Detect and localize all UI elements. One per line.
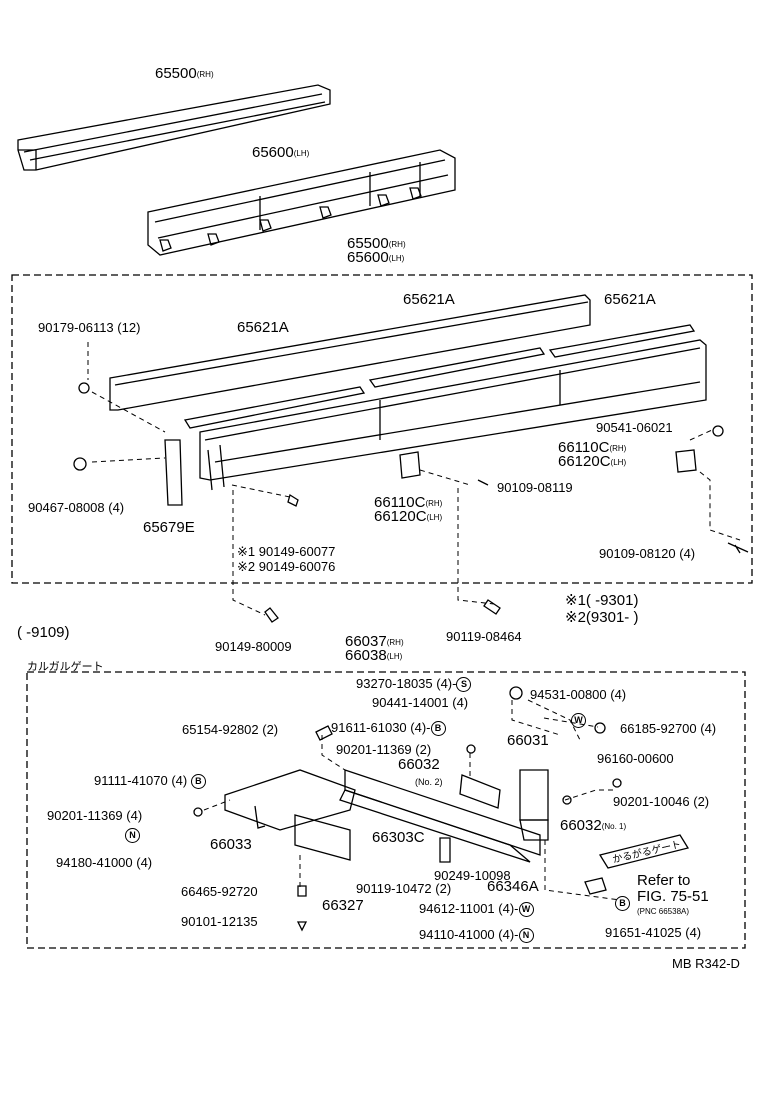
- part-90149-60077-label: ※1 90149-60077: [237, 544, 336, 559]
- part-66120c-lh-label-1: 66120C(LH): [374, 508, 443, 525]
- rail-65500-rh-drawing: [17, 84, 331, 171]
- side-gate-assembly-drawing: [109, 294, 707, 506]
- group-66037-label: 66037(RH): [345, 633, 404, 650]
- part-90109-08119-label: 90109-08119: [497, 480, 573, 495]
- part-66032-no2-note: (No. 2): [415, 777, 443, 787]
- part-65679e-label: 65679E: [143, 519, 195, 536]
- upper-hardware-drawing: [73, 382, 749, 623]
- part-90441-14001-label: 90441-14001 (4): [372, 695, 469, 710]
- part-66327-label: 66327: [322, 897, 364, 914]
- part-90149-60076-label: ※2 90149-60076: [237, 559, 336, 574]
- part-96160-00600-label: 96160-00600: [597, 751, 674, 766]
- group-66038-label: 66038(LH): [345, 647, 403, 664]
- part-94612-11001-label: 94612-11001 (4)-W: [419, 902, 534, 918]
- part-66346a-label: 66346A: [487, 878, 539, 895]
- part-93270-18035-label: 93270-18035 (4)-S: [356, 677, 472, 693]
- note-2-label: ※2(9301- ): [565, 609, 639, 626]
- group-65600-label: 65600(LH): [347, 249, 405, 266]
- part-90201-10046-label: 90201-10046 (2): [613, 794, 710, 809]
- part-94180-41000-label: 94180-41000 (4): [56, 855, 153, 870]
- lower-box-title: カルガルゲート: [27, 661, 104, 673]
- rail-65621a-label-1: 65621A: [403, 291, 455, 308]
- part-90119-08464-label: 90119-08464: [446, 629, 522, 644]
- rail-65621a-label-3: 65621A: [237, 319, 289, 336]
- part-66032-no2-label: 66032: [398, 756, 440, 773]
- part-90149-80009-label: 90149-80009: [215, 639, 292, 654]
- part-65600-lh-label: 65600(LH): [252, 144, 310, 161]
- part-91111-41070-label: 91111-41070 (4) B: [94, 774, 206, 790]
- part-66110c-rh-label-2: 66110C(RH): [558, 439, 627, 456]
- part-90201-11369-4-label: 90201-11369 (4): [47, 808, 143, 823]
- date-range-label: ( -9109): [17, 624, 70, 641]
- part-65154-92802-label: 65154-92802 (2): [182, 722, 279, 737]
- refer-pnc-label: (PNC 66538A): [637, 907, 690, 916]
- nut-badge-n-1: N: [125, 828, 140, 844]
- part-90467-08008-label: 90467-08008 (4): [28, 500, 125, 515]
- refer-fig-label: FIG. 75-51: [637, 888, 709, 905]
- part-66031-label: 66031: [507, 732, 549, 749]
- part-90179-06113-label: 90179-06113 (12): [38, 320, 141, 335]
- part-66465-92720-label: 66465-92720: [181, 884, 258, 899]
- part-66032-no1-label: 66032(No. 1): [560, 817, 627, 834]
- part-65500-rh-label: 65500(RH): [155, 65, 214, 82]
- refer-to-label: Refer to: [637, 872, 691, 889]
- upper-leader-lines: [87, 342, 741, 616]
- part-90201-11369-2-label: 90201-11369 (2): [336, 742, 432, 757]
- part-90109-08120-label: 90109-08120 (4): [599, 546, 696, 561]
- rail-65621a-label-2: 65621A: [604, 291, 656, 308]
- part-66120c-lh-label-2: 66120C(LH): [558, 453, 627, 470]
- part-90541-06021-label: 90541-06021: [596, 420, 673, 435]
- part-91611-61030-label: 91611-61030 (4)-B: [331, 721, 446, 737]
- part-90101-12135-label: 90101-12135: [181, 914, 258, 929]
- lower-group-frame: [26, 671, 746, 949]
- washer-badge-w-1: W: [571, 713, 586, 729]
- part-91651-41025-label: 91651-41025 (4): [605, 925, 702, 940]
- note-1-label: ※1( -9301): [565, 592, 639, 609]
- group-65500-label: 65500(RH): [347, 235, 406, 252]
- part-66185-92700-label: 66185-92700 (4): [620, 721, 717, 736]
- part-66110c-rh-label-1: 66110C(RH): [374, 494, 443, 511]
- part-66033-label: 66033: [210, 836, 252, 853]
- bolt-badge-b: B: [615, 896, 630, 912]
- part-66303c-label: 66303C: [372, 829, 425, 846]
- part-94110-41000-label: 94110-41000 (4)-N: [419, 928, 534, 944]
- lower-hardware-drawing: [193, 686, 622, 932]
- upper-group-frame: [11, 274, 753, 584]
- part-94531-00800-label: 94531-00800 (4): [530, 687, 627, 702]
- gate-bracket-assembly-drawing: [224, 769, 690, 895]
- part-90249-10098-label: 90249-10098: [434, 868, 511, 883]
- rail-65600-lh-drawing: [147, 149, 456, 256]
- part-90119-10472-label: 90119-10472 (2): [356, 881, 452, 896]
- diagram-id-label: MB R342-D: [672, 956, 740, 971]
